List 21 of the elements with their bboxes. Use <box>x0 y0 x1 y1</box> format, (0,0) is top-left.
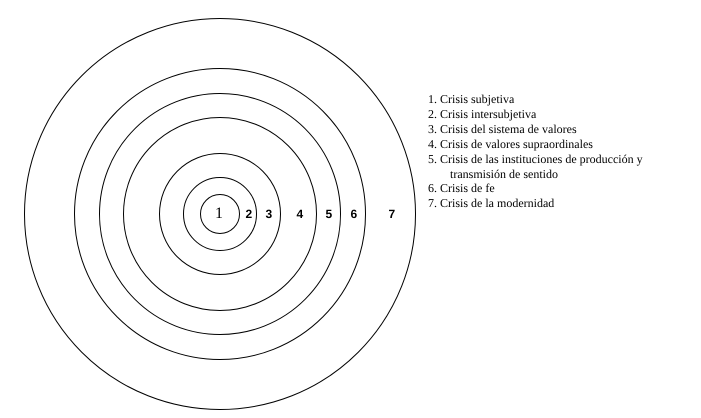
ring <box>159 153 281 275</box>
legend-item: 6. Crisis de fe <box>428 181 496 196</box>
ring-number: 4 <box>296 206 304 222</box>
ring <box>24 18 416 410</box>
legend-item: 7. Crisis de la modernidad <box>428 196 556 210</box>
ring <box>183 177 257 251</box>
ring-number: 7 <box>388 206 396 222</box>
ring <box>74 68 366 360</box>
ring-number: 1 <box>215 206 223 222</box>
ring <box>123 117 317 311</box>
legend-item: 1. Crisis subjetiva <box>428 92 516 106</box>
legend-item: 4. Crisis de valores supraordinales <box>428 137 594 152</box>
legend-item: 2. Crisis intersubjetiva <box>428 107 538 122</box>
ring <box>99 93 341 335</box>
ring-number: 5 <box>326 206 332 222</box>
ring-number: 6 <box>350 206 358 222</box>
legend-item: 5. Crisis de las instituciones de producción y transmisión de sentido <box>428 152 644 181</box>
ring-number: 2 <box>246 206 252 222</box>
ring <box>200 194 240 234</box>
ring-number: 3 <box>266 206 272 222</box>
legend-item: 3. Crisis del sistema de valores <box>428 122 578 136</box>
